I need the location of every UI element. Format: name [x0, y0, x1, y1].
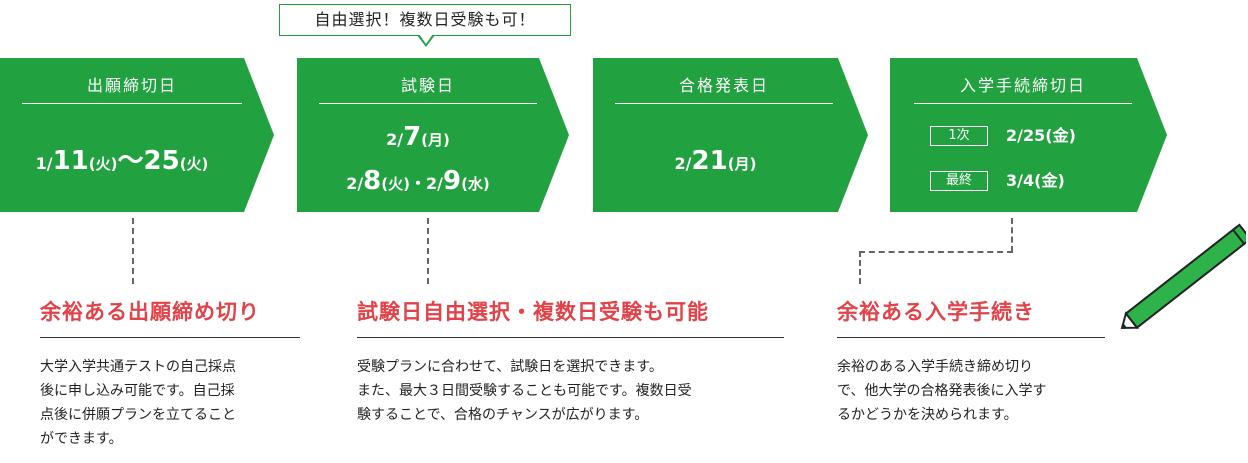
step-heading: 入学手続締切日	[959, 76, 1086, 95]
step-application-deadline: 出願締切日 1/11(火)〜25(火)	[0, 58, 274, 212]
step-results-announcement: 合格発表日 2/21(月)	[593, 58, 868, 212]
final-round-date: 3/4(金)	[1006, 171, 1065, 190]
step-date: 1/11(火)〜25(火)	[35, 146, 209, 176]
step-divider	[22, 103, 242, 104]
connector-3c	[859, 251, 861, 284]
final-round-tag: 最終	[930, 171, 988, 191]
connector-2	[427, 218, 429, 284]
step-date-line-2: 2/8(火)・2/9(水)	[346, 166, 490, 196]
feature-description: 大学入学共通テストの自己採点 後に申し込み可能です。自己採 点後に併願プランを立…	[40, 359, 236, 447]
step-heading: 出願締切日	[86, 76, 177, 95]
step-divider	[319, 103, 537, 104]
feature-title: 余裕ある出願締め切り	[40, 300, 260, 324]
step-date: 2/21(月)	[674, 146, 757, 176]
step-heading: 合格発表日	[678, 76, 769, 95]
step-heading: 試験日	[400, 76, 455, 95]
feature-title: 試験日自由選択・複数日受験も可能	[357, 300, 709, 324]
callout-tail-inner	[419, 34, 433, 44]
step-enrollment-deadline: 入学手続締切日 1次 2/25(金) 最終 3/4(金)	[890, 58, 1167, 212]
connector-1	[132, 218, 134, 284]
first-round-date: 2/25(金)	[1006, 126, 1076, 145]
feature-divider	[357, 337, 784, 338]
feature-divider	[40, 337, 300, 338]
feature-divider	[837, 337, 1105, 338]
first-round-tag: 1次	[930, 126, 988, 146]
connector-3a	[1011, 218, 1013, 252]
step-date-line-1: 2/7(月)	[386, 122, 450, 152]
multi-day-callout: 自由選択！複数日受験も可！	[279, 4, 571, 36]
feature-title: 余裕ある入学手続き	[837, 300, 1035, 324]
feature-description: 受験プランに合わせて、試験日を選択できます。 また、最大３日間受験することも可能…	[357, 359, 692, 423]
step-divider	[615, 103, 833, 104]
step-exam-day: 試験日 2/7(月) 2/8(火)・2/9(水)	[297, 58, 569, 212]
step-divider	[914, 103, 1132, 104]
connector-3b	[859, 251, 1013, 253]
pencil-icon	[1120, 223, 1246, 330]
feature-description: 余裕のある入学手続き締め切り で、他大学の合格発表後に入学す るかどうかを決めら…	[837, 359, 1047, 423]
